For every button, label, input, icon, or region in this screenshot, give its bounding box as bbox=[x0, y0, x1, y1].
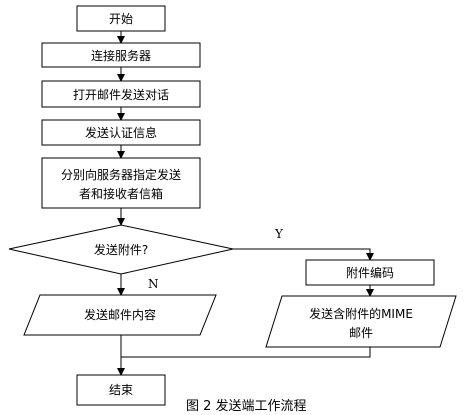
connectors bbox=[117, 31, 374, 376]
node-decision-attachment-label: 发送附件? bbox=[94, 242, 148, 257]
node-encode-attachment: 附件编码 bbox=[305, 259, 435, 286]
node-send-mime-mail-line1: 发送含附件的MIME bbox=[309, 306, 413, 321]
node-start-label: 开始 bbox=[109, 12, 133, 26]
node-connect-server: 连接服务器 bbox=[41, 42, 201, 68]
node-connect-server-label: 连接服务器 bbox=[91, 48, 151, 63]
node-send-mime-mail-line2: 邮件 bbox=[349, 326, 373, 340]
node-specify-mailboxes-line2: 者和接收者信箱 bbox=[79, 186, 163, 201]
node-send-mail-content: 发送邮件内容 bbox=[23, 294, 217, 336]
node-send-mail-content-label: 发送邮件内容 bbox=[84, 307, 156, 322]
node-open-session: 打开邮件发送对话 bbox=[41, 80, 201, 108]
node-send-auth: 发送认证信息 bbox=[41, 119, 201, 146]
node-end: 结束 bbox=[76, 374, 166, 406]
figure-caption: 图 2 发送端工作流程 bbox=[186, 398, 307, 414]
edge-decision-yes-encode bbox=[233, 248, 374, 261]
node-end-label: 结束 bbox=[109, 383, 133, 397]
edge-send-mime-merge bbox=[121, 347, 371, 358]
node-send-mime-mail: 发送含附件的MIME 邮件 bbox=[265, 295, 457, 348]
node-encode-attachment-label: 附件编码 bbox=[346, 265, 394, 280]
node-decision-attachment: 发送附件? bbox=[8, 224, 234, 275]
node-start: 开始 bbox=[76, 5, 166, 32]
node-send-auth-label: 发送认证信息 bbox=[85, 125, 157, 140]
node-specify-mailboxes-line1: 分别向服务器指定发送 bbox=[61, 167, 181, 182]
edge-label-no: N bbox=[148, 277, 159, 291]
node-specify-mailboxes: 分别向服务器指定发送 者和接收者信箱 bbox=[41, 157, 201, 209]
edge-label-yes: Y bbox=[274, 227, 284, 241]
node-open-session-label: 打开邮件发送对话 bbox=[73, 87, 169, 102]
